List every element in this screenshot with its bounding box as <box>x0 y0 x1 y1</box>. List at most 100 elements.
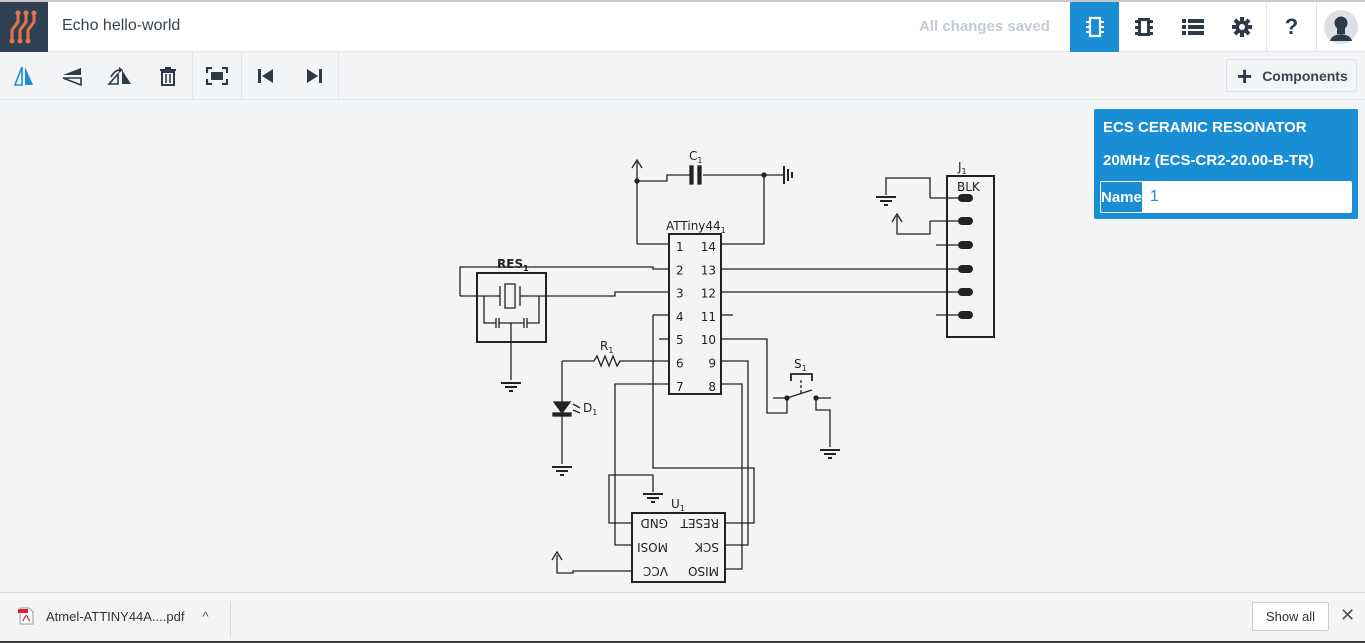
isp-nets <box>551 315 755 574</box>
save-status: All changes saved <box>919 18 1050 35</box>
mcu-pin-label: 12 <box>701 287 716 301</box>
mcu-pin-label: 13 <box>701 263 716 277</box>
mcu-pin-label: 1 <box>676 240 684 254</box>
isp-pin-label: RESET <box>680 516 719 530</box>
user-avatar-icon <box>1324 10 1358 44</box>
show-all-button[interactable]: Show all <box>1252 602 1329 631</box>
schematic-drawing[interactable]: C1 ATTiny441 RES1 R1 D1 S1 J1 BLK U1 123… <box>0 100 1090 592</box>
schematic-icon <box>1085 16 1104 38</box>
nav-divider <box>1266 2 1267 52</box>
schematic-view-button[interactable] <box>1070 2 1119 52</box>
downloads-divider <box>230 601 231 637</box>
settings-gear-icon <box>1231 17 1252 37</box>
bom-list-icon <box>1181 19 1204 35</box>
isp-pin-label: SCK <box>694 540 719 554</box>
resonator-res1[interactable] <box>459 266 668 380</box>
mcu-pin-label: 6 <box>676 357 684 371</box>
header-j1[interactable] <box>885 175 995 338</box>
ground-symbol-c1 <box>783 166 793 184</box>
mcu-pin-label: 7 <box>676 380 684 394</box>
pdf-file-icon <box>18 607 34 625</box>
u1-label: U1 <box>671 497 685 513</box>
bom-view-button[interactable] <box>1168 2 1217 52</box>
mcu-pin-label: 5 <box>676 333 684 347</box>
rotate-button[interactable] <box>96 52 144 99</box>
user-menu-button[interactable] <box>1317 2 1365 52</box>
toolbar-divider <box>192 52 193 99</box>
downloads-bar: Atmel-ATTINY44A....pdf ^ Show all ✕ <box>0 592 1365 643</box>
d1-label: D1 <box>583 401 597 417</box>
component-inspector: ECS CERAMIC RESONATOR 20MHz (ECS-CR2-20.… <box>1094 109 1358 219</box>
download-file-name: Atmel-ATTINY44A....pdf <box>46 608 185 624</box>
isp-header-u1[interactable] <box>631 512 726 583</box>
c1-label: C1 <box>689 149 702 165</box>
add-components-button[interactable]: + Components <box>1226 59 1357 92</box>
download-item[interactable]: Atmel-ATTINY44A....pdf ^ <box>18 607 209 625</box>
mcu-pin-label: 2 <box>676 263 684 277</box>
first-button[interactable] <box>242 52 290 99</box>
switch-s1[interactable] <box>722 338 831 447</box>
last-button[interactable] <box>290 52 338 99</box>
ground-symbol-res1 <box>501 382 521 392</box>
res1-label: RES1 <box>497 257 529 273</box>
chevron-up-icon[interactable]: ^ <box>202 608 209 624</box>
toolbar-divider <box>241 52 242 99</box>
delete-icon <box>160 66 176 86</box>
isp-pin-label: MISO <box>688 564 719 578</box>
flip-vertical-icon <box>62 67 82 86</box>
isp-pin-label: MOSI <box>637 540 668 554</box>
ground-symbol-s1 <box>820 449 840 459</box>
mcu-pin-label: 14 <box>701 240 716 254</box>
help-icon: ? <box>1284 14 1299 39</box>
resistor-r1[interactable] <box>562 354 668 368</box>
last-icon <box>307 68 322 83</box>
mcu-pin-label: 11 <box>701 310 716 324</box>
led-d1[interactable] <box>552 361 581 464</box>
isp-pin-label: VCC <box>643 564 668 578</box>
name-field-row: Name <box>1100 181 1352 213</box>
fit-to-screen-button[interactable] <box>193 52 241 99</box>
components-label: Components <box>1262 67 1348 84</box>
plus-icon: + <box>1237 60 1253 91</box>
toolbar-divider <box>338 52 339 99</box>
attiny44-chip[interactable] <box>668 233 722 395</box>
ground-symbol-j1 <box>876 196 896 206</box>
first-icon <box>258 68 273 83</box>
project-title[interactable]: Echo hello-world <box>62 17 181 34</box>
s1-label: S1 <box>794 357 807 373</box>
nav-divider <box>1316 2 1317 52</box>
circuit-logo-icon <box>9 10 37 44</box>
edit-toolbar: + Components <box>0 52 1365 100</box>
j1-blk-label: BLK <box>957 180 981 194</box>
pcb-view-button[interactable] <box>1119 2 1168 52</box>
app-logo[interactable] <box>0 2 48 52</box>
component-title-line2: 20MHz (ECS-CR2-20.00-B-TR) <box>1103 152 1314 169</box>
ground-symbol-d1 <box>552 466 572 476</box>
name-input[interactable] <box>1141 182 1351 212</box>
delete-button[interactable] <box>144 52 192 99</box>
close-icon[interactable]: ✕ <box>1340 605 1356 625</box>
mcu-pin-label: 3 <box>676 287 684 301</box>
flip-vertical-button[interactable] <box>48 52 96 99</box>
rotate-icon <box>107 66 131 85</box>
mcu-pin-label: 4 <box>676 310 684 324</box>
flip-horizontal-icon <box>13 66 33 86</box>
help-button[interactable]: ? <box>1267 2 1316 52</box>
r1-label: R1 <box>600 339 613 355</box>
j1-label: J1 <box>957 160 967 176</box>
mcu-pin-label: 8 <box>708 380 716 394</box>
mcu-label: ATTiny441 <box>666 219 726 235</box>
top-bar: Echo hello-world All changes saved ? <box>0 0 1365 52</box>
mcu-pin-label: 9 <box>708 357 716 371</box>
flip-horizontal-button[interactable] <box>0 52 48 99</box>
component-title-line1: ECS CERAMIC RESONATOR <box>1103 119 1307 136</box>
name-label: Name <box>1101 188 1142 206</box>
mcu-pin-label: 10 <box>701 333 716 347</box>
isp-pin-label: GND <box>640 516 668 530</box>
capacitor-c1[interactable] <box>689 165 702 185</box>
pcb-icon <box>1134 18 1153 36</box>
settings-button[interactable] <box>1217 2 1266 52</box>
power-net-top <box>631 158 783 245</box>
ground-symbol-isp <box>643 493 663 503</box>
